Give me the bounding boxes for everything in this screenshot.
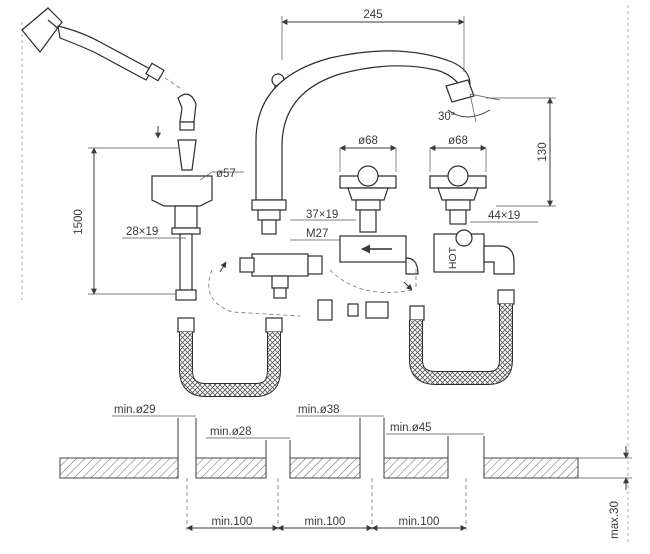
spacing-dimensions: min.100 min.100 min.100 bbox=[186, 516, 467, 531]
hose-length-dimension: 1500 bbox=[73, 147, 180, 295]
thread-right-dimension: 44×19 bbox=[470, 210, 538, 223]
valve-hot-label: HOT bbox=[447, 246, 459, 269]
handle-right-dia-dimension: ø68 bbox=[429, 135, 487, 172]
handle-left-dia-label: ø68 bbox=[358, 135, 378, 147]
thread-left-dimension: 28×19 bbox=[122, 226, 186, 239]
hand-shower bbox=[21, 7, 181, 89]
deck-thickness-dimension: max.30 bbox=[578, 446, 632, 539]
spout-angle-label: 30° bbox=[438, 111, 455, 123]
deck-plate bbox=[59, 457, 579, 479]
deck-thickness-label: max.30 bbox=[609, 501, 621, 539]
mixer-body-center bbox=[239, 253, 323, 299]
spacing3-label: min.100 bbox=[399, 516, 440, 528]
spacing1-label: min.100 bbox=[212, 516, 253, 528]
flange-dia-label: ø57 bbox=[216, 168, 236, 180]
diverter-valve bbox=[339, 235, 419, 275]
hose-elbow bbox=[155, 93, 197, 139]
thread-right-label: 44×19 bbox=[488, 210, 520, 222]
hole-dimensions: min.ø29 min.ø28 min.ø38 min.ø45 bbox=[112, 404, 484, 439]
hose-holder bbox=[151, 139, 213, 235]
handle-left bbox=[339, 165, 397, 233]
hole4-label: min.ø45 bbox=[390, 422, 432, 434]
spout-reach-label: 245 bbox=[363, 9, 382, 21]
connector-fittings bbox=[317, 289, 515, 321]
thread-m27-label: M27 bbox=[306, 228, 328, 240]
connection-arrows bbox=[208, 261, 417, 317]
thread-left-label: 28×19 bbox=[126, 226, 158, 238]
hole3-label: min.ø38 bbox=[298, 404, 340, 416]
thread-center-label: 37×19 bbox=[306, 209, 338, 221]
thread-center-dimension: 37×19 M27 bbox=[290, 209, 356, 241]
deck-holes bbox=[177, 418, 485, 530]
hole1-label: min.ø29 bbox=[114, 404, 156, 416]
hole2-label: min.ø28 bbox=[210, 426, 252, 438]
handle-left-dia-dimension: ø68 bbox=[339, 135, 397, 172]
handle-right bbox=[429, 165, 487, 225]
spout-height-dimension: 130 bbox=[486, 97, 556, 207]
valve-right-body: HOT bbox=[433, 229, 515, 275]
spacing2-label: min.100 bbox=[305, 516, 346, 528]
hose-length-label: 1500 bbox=[73, 209, 85, 235]
handle-right-dia-label: ø68 bbox=[448, 135, 468, 147]
spout-reach-dimension: 245 bbox=[281, 9, 465, 72]
flange-dia-dimension: ø57 bbox=[199, 168, 244, 181]
lower-hose-left bbox=[177, 317, 283, 397]
spout-height-label: 130 bbox=[537, 142, 549, 161]
lower-hose-right bbox=[409, 304, 513, 385]
spout bbox=[251, 50, 475, 235]
vertical-hose bbox=[175, 233, 197, 301]
spout-angle-dimension: 30° bbox=[438, 93, 501, 123]
